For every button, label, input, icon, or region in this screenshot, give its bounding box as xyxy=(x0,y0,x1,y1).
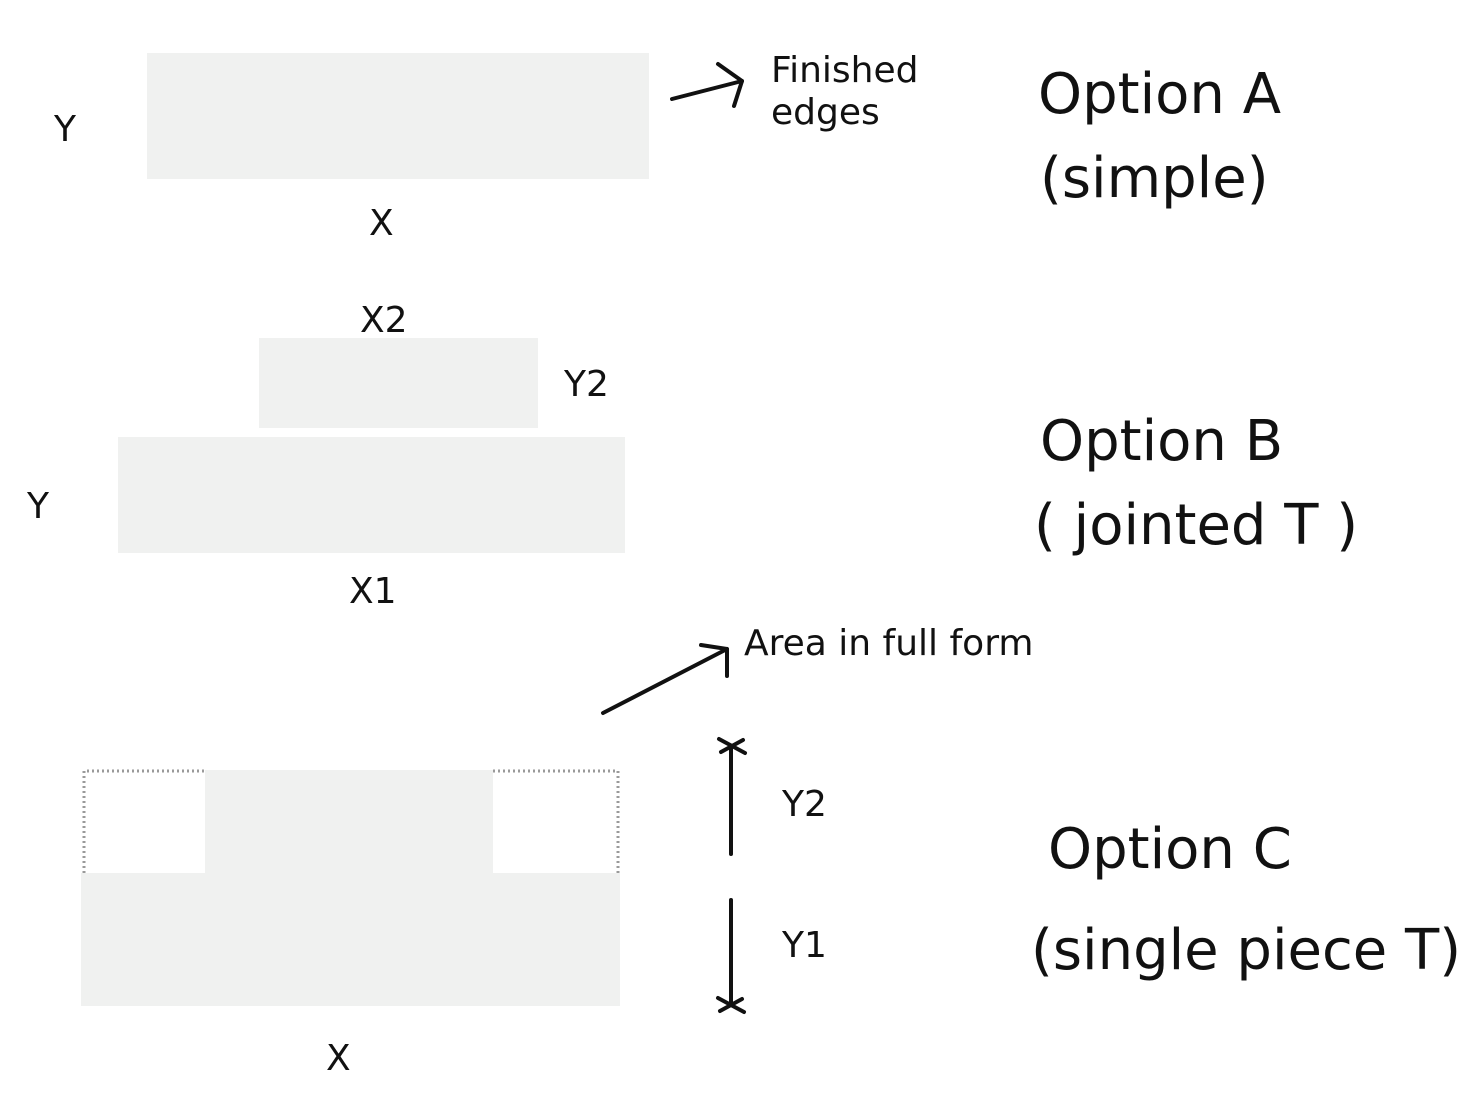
option-b-y-label: Y xyxy=(27,486,49,527)
option-c-arrow-icon xyxy=(601,643,729,715)
option-b-bottom-panel xyxy=(118,437,625,553)
option-c-y1-label: Y1 xyxy=(782,925,827,966)
option-b-subtitle: ( jointed T ) xyxy=(1034,493,1359,558)
option-a-panel xyxy=(147,53,649,179)
option-c-dotted-outline-right xyxy=(493,769,620,873)
option-c-x-label: X xyxy=(326,1038,351,1079)
option-b-title: Option B xyxy=(1040,409,1284,474)
option-b-y2-label: Y2 xyxy=(564,364,609,405)
option-c-base-panel xyxy=(81,873,620,1006)
option-a-title: Option A xyxy=(1038,62,1282,127)
option-a-y-label: Y xyxy=(54,109,76,150)
option-c-y2-dimension-line xyxy=(717,737,747,856)
option-a-note: Finished edges xyxy=(771,50,918,134)
option-c-dotted-outline-left xyxy=(82,769,205,873)
option-a-note-line2: edges xyxy=(771,92,880,133)
option-a-x-label: X xyxy=(369,203,394,244)
option-c-subtitle: (single piece T) xyxy=(1031,918,1462,983)
option-a-arrow-icon xyxy=(670,62,744,108)
option-b-x1-label: X1 xyxy=(349,571,397,612)
option-b-top-panel xyxy=(259,338,538,428)
option-c-title: Option C xyxy=(1048,817,1292,882)
option-c-y2-label: Y2 xyxy=(782,784,827,825)
option-c-stem-panel xyxy=(205,770,493,874)
option-b-x2-label: X2 xyxy=(360,300,408,341)
option-c-y1-dimension-line xyxy=(716,898,746,1014)
option-a-subtitle: (simple) xyxy=(1040,146,1269,211)
option-a-note-line1: Finished xyxy=(771,50,919,91)
option-c-note: Area in full form xyxy=(744,623,1034,664)
